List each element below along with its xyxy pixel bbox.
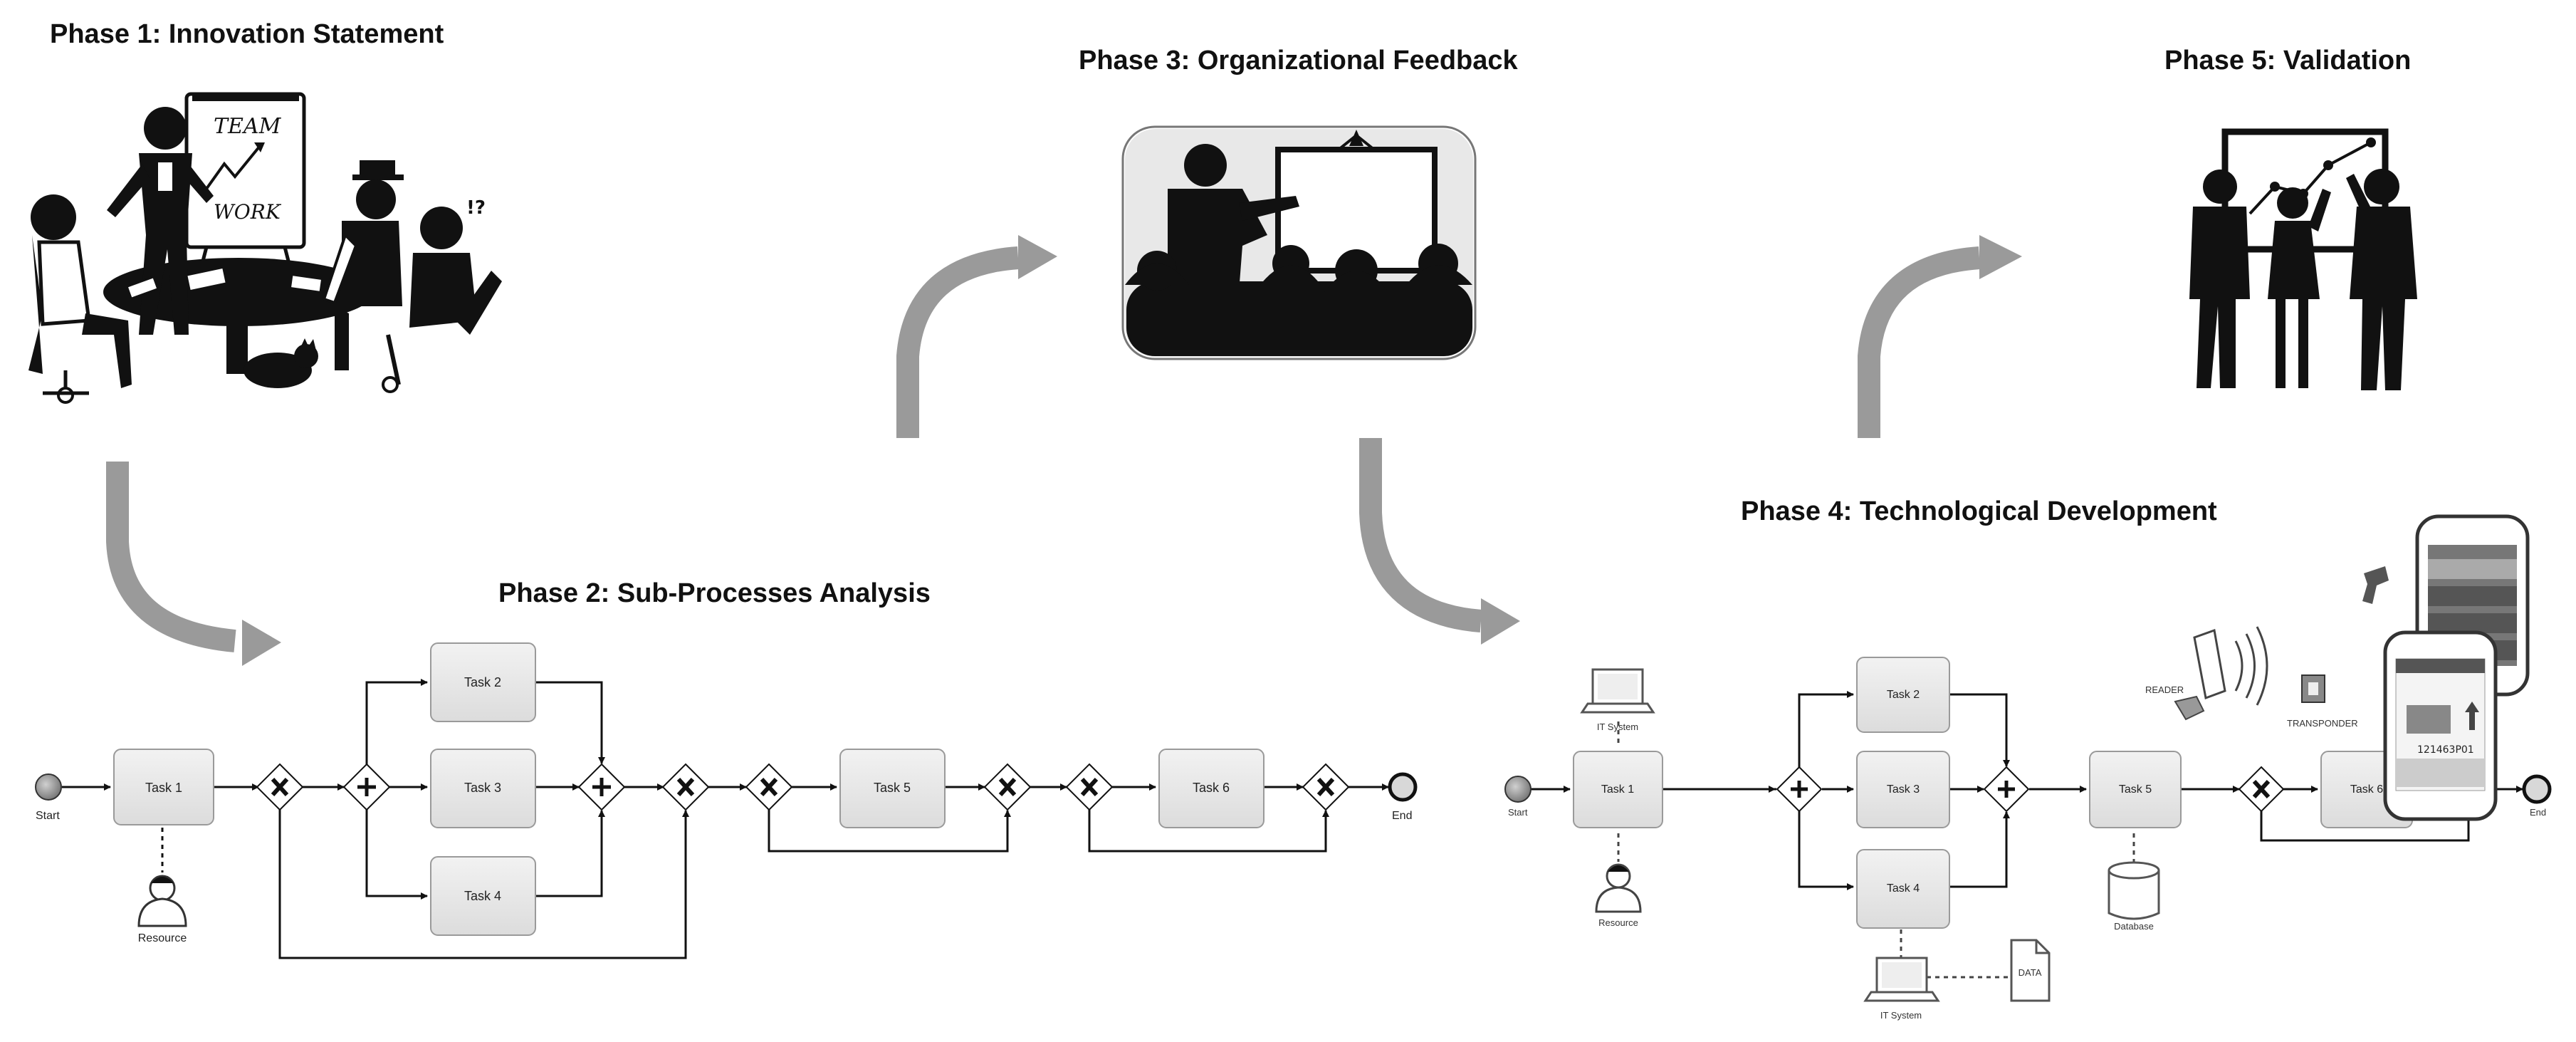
task-3: Task 3: [430, 749, 536, 828]
svg-text:End: End: [1392, 810, 1412, 822]
task-4: Task 4: [430, 856, 536, 936]
flow-arrow-2-to-3: [896, 235, 1057, 438]
svg-text:TRANSPONDER: TRANSPONDER: [2287, 718, 2358, 729]
resource-icon: [1595, 863, 1642, 913]
data-object-icon: [2010, 939, 2051, 1002]
bpmn-diagram-phase-4: Start End Task 1 Task 2 Task 3 Task 4 Ta…: [1504, 514, 2552, 1021]
svg-text:Task 3: Task 3: [1887, 783, 1920, 796]
svg-text:Resource: Resource: [138, 932, 187, 944]
svg-text:IT System: IT System: [1880, 1010, 1922, 1021]
meeting-illustration: TEAM WORK: [28, 92, 502, 404]
task-5: Task 5: [839, 749, 946, 828]
phase-1-title: Phase 1: Innovation Statement: [50, 19, 444, 49]
task-1: Task 1: [1573, 751, 1663, 828]
gateway-parallel: [1983, 766, 2030, 813]
gateway-parallel: [342, 763, 391, 811]
svg-text:Task 2: Task 2: [464, 675, 501, 689]
svg-text:WORK: WORK: [214, 200, 282, 224]
svg-text:Task 1: Task 1: [1601, 783, 1634, 796]
phase-2-title: Phase 2: Sub-Processes Analysis: [498, 578, 931, 608]
svg-text:Resource: Resource: [1598, 917, 1638, 928]
presentation-illustration: [1121, 125, 1477, 360]
gateway-parallel: [577, 763, 626, 811]
it-system-icon: [1580, 668, 1655, 714]
gateway-exclusive: [1065, 763, 1114, 811]
task-6: Task 6: [1158, 749, 1265, 828]
task-3: Task 3: [1856, 751, 1950, 828]
svg-text:READER: READER: [2145, 684, 2184, 695]
transponder-icon: [2301, 674, 2325, 703]
start-event: [35, 773, 62, 801]
svg-text:Task 6: Task 6: [1193, 781, 1230, 795]
rfid-reader-icon: [2174, 626, 2268, 721]
svg-text:!?: !?: [466, 197, 486, 219]
phase-3-title: Phase 3: Organizational Feedback: [1079, 46, 1519, 75]
task-1: Task 1: [113, 749, 214, 825]
end-event: [1388, 772, 1418, 802]
gateway-exclusive: [661, 763, 710, 811]
svg-text:Task 3: Task 3: [464, 781, 501, 795]
svg-text:Task 4: Task 4: [1887, 882, 1920, 895]
flow-arrow-3-to-4: [1359, 438, 1520, 645]
svg-text:TEAM: TEAM: [214, 114, 282, 139]
svg-text:End: End: [2530, 807, 2546, 818]
flow-arrow-1-to-2: [106, 462, 281, 666]
end-event: [2522, 774, 2552, 804]
svg-text:Start: Start: [1508, 807, 1528, 818]
task-4: Task 4: [1856, 849, 1950, 929]
task-2: Task 2: [1856, 657, 1950, 733]
database-icon: [2108, 861, 2160, 920]
gateway-exclusive: [256, 763, 304, 811]
validation-illustration: [2189, 128, 2417, 390]
task-5: Task 5: [2089, 751, 2182, 828]
svg-text:IT System: IT System: [1597, 721, 1638, 732]
gateway-exclusive: [983, 763, 1032, 811]
phase-5-title: Phase 5: Validation: [2164, 46, 2411, 75]
svg-text:Task 4: Task 4: [464, 889, 501, 903]
gateway-exclusive: [2238, 766, 2285, 813]
task-2: Task 2: [430, 642, 536, 722]
gateway-parallel: [1776, 766, 1823, 813]
barcode-scanner-icon: [2362, 566, 2389, 604]
resource-icon: [137, 875, 187, 927]
svg-text:Task 5: Task 5: [2119, 783, 2152, 796]
gateway-exclusive: [1302, 763, 1350, 811]
svg-text:121463P01: 121463P01: [2417, 744, 2474, 756]
smartphone-icon: 121463P01: [2383, 630, 2498, 821]
svg-text:DATA: DATA: [2019, 967, 2042, 978]
gateway-exclusive: [745, 763, 793, 811]
bpmn-diagram-phase-2: Start End Task 1 Task 2 Task 3 Task 4 Ta…: [35, 642, 1418, 959]
svg-text:Task 6: Task 6: [2350, 783, 2383, 796]
svg-text:Database: Database: [2114, 921, 2154, 932]
start-event: [1504, 776, 1532, 803]
svg-text:Task 5: Task 5: [874, 781, 911, 795]
it-system-icon: [1863, 957, 1940, 1002]
svg-text:Task 1: Task 1: [145, 781, 182, 795]
flow-arrow-4-to-5: [1858, 235, 2022, 438]
svg-text:Start: Start: [36, 810, 60, 822]
svg-text:Task 2: Task 2: [1887, 689, 1920, 701]
phase-4-title: Phase 4: Technological Development: [1741, 496, 2217, 526]
